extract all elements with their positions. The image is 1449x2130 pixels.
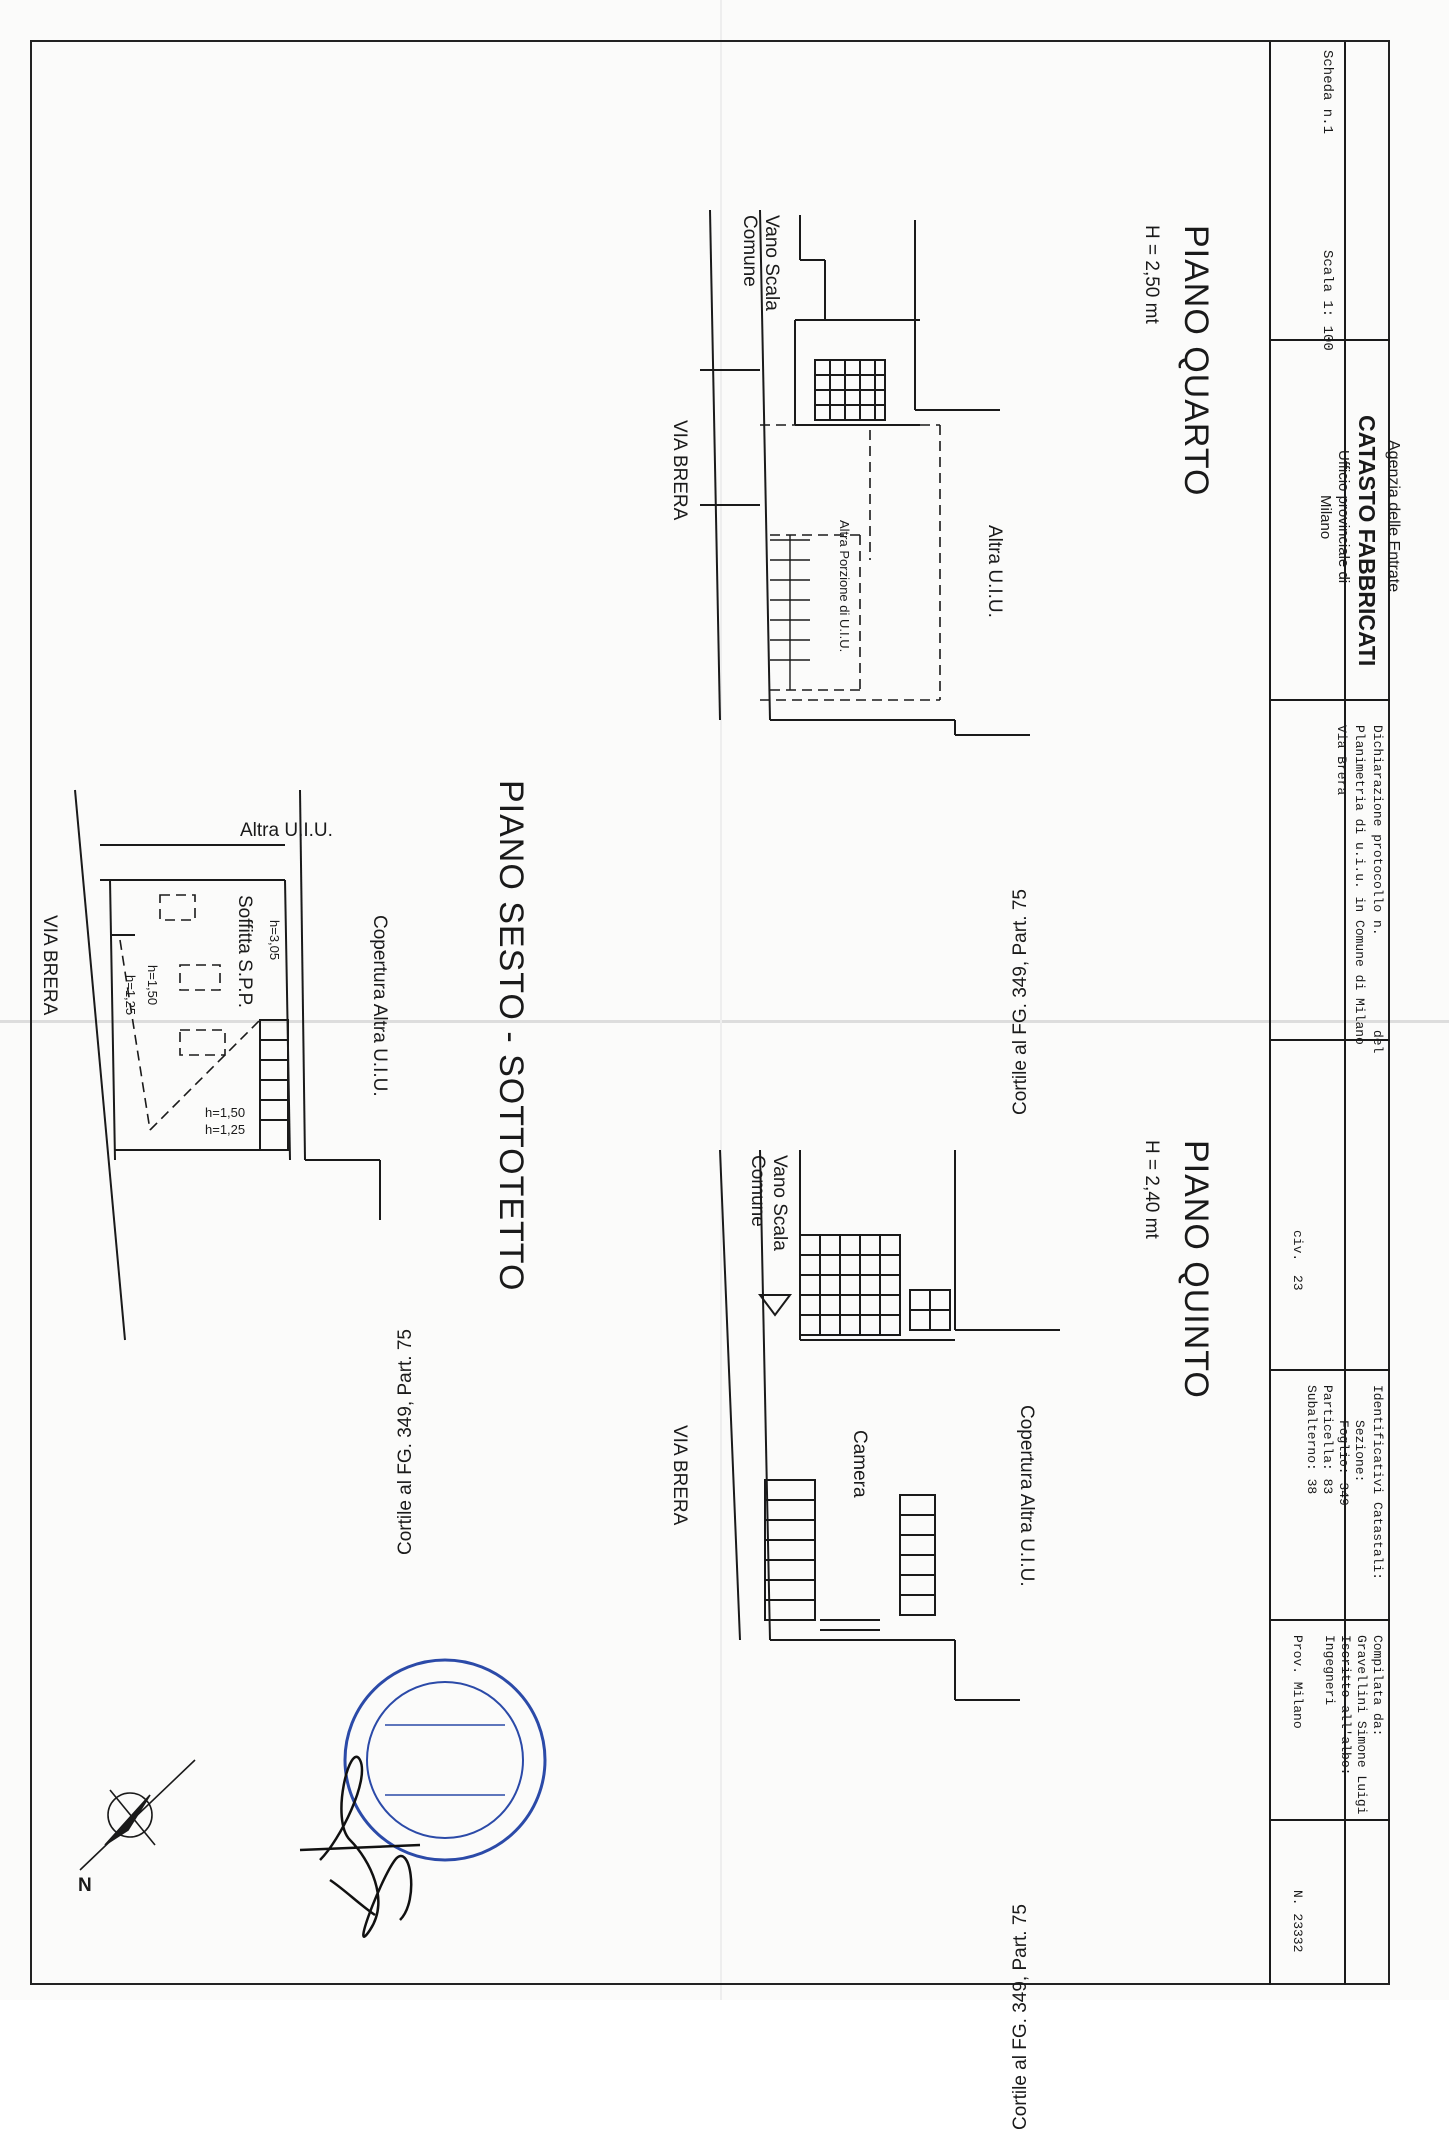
- planimetria: Planimetria di u.i.u. in Comune di Milan…: [1352, 725, 1367, 1045]
- subalterno: Subalterno: 38: [1304, 1385, 1319, 1495]
- plan-quarto-walls: [700, 209, 1030, 736]
- plan-sesto-dashed: [119, 894, 261, 1131]
- plan-quarto-dashed: [760, 424, 941, 701]
- h125a-label: h=1,25: [123, 975, 138, 1016]
- sheet-border: [30, 40, 1390, 1985]
- plan-sesto-walls: [74, 789, 381, 1341]
- height-quarto: H = 2,50 mt: [1141, 225, 1162, 324]
- plan-quinto-walls: [719, 1149, 1060, 1701]
- camera-label: Camera: [849, 1430, 870, 1498]
- civ-value: 23: [1290, 1275, 1305, 1291]
- scheda-number: Scheda n.1: [1319, 50, 1335, 135]
- compilata-title: Compilata da:: [1370, 1635, 1385, 1737]
- title-piano-sesto: PIANO SESTO - SOTTOTETTO: [492, 780, 530, 1292]
- altra-uiu-sesto: Altra U.I.U.: [240, 820, 333, 841]
- particella: Particella: 83: [1320, 1385, 1335, 1495]
- signature: [299, 1755, 421, 1938]
- street-quinto: VIA BRERA: [669, 1425, 690, 1526]
- sezione: Sezione:: [1352, 1420, 1367, 1483]
- compass-rose: [79, 1759, 196, 1871]
- altra-uiu-quarto: Altra U.I.U.: [984, 525, 1005, 618]
- iscritto: Iscritto all'albo:: [1338, 1635, 1353, 1776]
- compilata-name: Gravellini Simone Luigi: [1354, 1635, 1369, 1815]
- street-quarto: VIA BRERA: [669, 420, 690, 521]
- vano-scala-quinto-2: Comune: [747, 1155, 768, 1227]
- copertura-sesto: Copertura Altra U.I.U.: [369, 915, 390, 1097]
- plan-quarto-stairs: [770, 535, 810, 690]
- copertura-quinto: Copertura Altra U.I.U.: [1016, 1405, 1037, 1587]
- h125b-label: h=1,25: [205, 1122, 246, 1137]
- plan-quinto-arrow: [758, 1294, 792, 1317]
- numero: N. 23332: [1290, 1890, 1305, 1953]
- vano-scala-quarto-1: Vano Scala: [761, 215, 782, 311]
- via-address: Via Brera: [1334, 725, 1349, 796]
- albo: Ingegneri: [1322, 1635, 1337, 1706]
- title-piano-quarto: PIANO QUARTO: [1177, 225, 1215, 497]
- h150a-label: h=1,50: [145, 965, 160, 1006]
- dichiarazione: Dichiarazione protocollo n.: [1370, 725, 1385, 936]
- cortile-quarto: Cortile al FG. 349, Part. 75: [1010, 889, 1031, 1115]
- vano-scala-quarto-2: Comune: [739, 215, 760, 287]
- identificativi-title: Identificativi Catastali:: [1370, 1385, 1385, 1581]
- altra-porzione-quarto: Altra Porzione di U.I.U.: [837, 520, 852, 653]
- agency-line-2: CATASTO FABBRICATI: [1354, 415, 1380, 667]
- fold-line-vertical: [720, 0, 722, 2000]
- agency-line-4: Milano: [1317, 495, 1334, 540]
- agency-line-3: Ufficio provinciale di: [1335, 450, 1352, 584]
- foglio: Foglio: 349: [1336, 1420, 1351, 1506]
- prov: Prov. Milano: [1290, 1635, 1305, 1729]
- soffitta-label: Soffitta S.P.P.: [234, 895, 255, 1009]
- height-quinto: H = 2,40 mt: [1141, 1140, 1162, 1239]
- civ-label: civ.: [1290, 1230, 1305, 1262]
- north-label: N: [78, 1875, 92, 1896]
- scale: Scala 1: 100: [1319, 250, 1335, 351]
- vano-scala-quinto-1: Vano Scala: [769, 1155, 790, 1251]
- floor-plans-drawing: [74, 42, 1390, 1985]
- agency-line-1: Agenzia delle Entrate: [1385, 440, 1402, 593]
- cortile-sesto: Cortile al FG. 349, Part. 75: [395, 1329, 416, 1555]
- street-sesto: VIA BRERA: [39, 915, 60, 1016]
- fold-line: [0, 1020, 1449, 1023]
- cortile-quinto: Cortile al FG. 349, Part. 75: [1010, 1904, 1031, 2130]
- engineers-order-stamp: [343, 1658, 547, 1862]
- dichiarazione-del: del: [1370, 1030, 1385, 1054]
- h305-label: h=3,05: [267, 920, 282, 961]
- title-piano-quinto: PIANO QUINTO: [1177, 1140, 1215, 1399]
- h150b-label: h=1,50: [205, 1105, 246, 1120]
